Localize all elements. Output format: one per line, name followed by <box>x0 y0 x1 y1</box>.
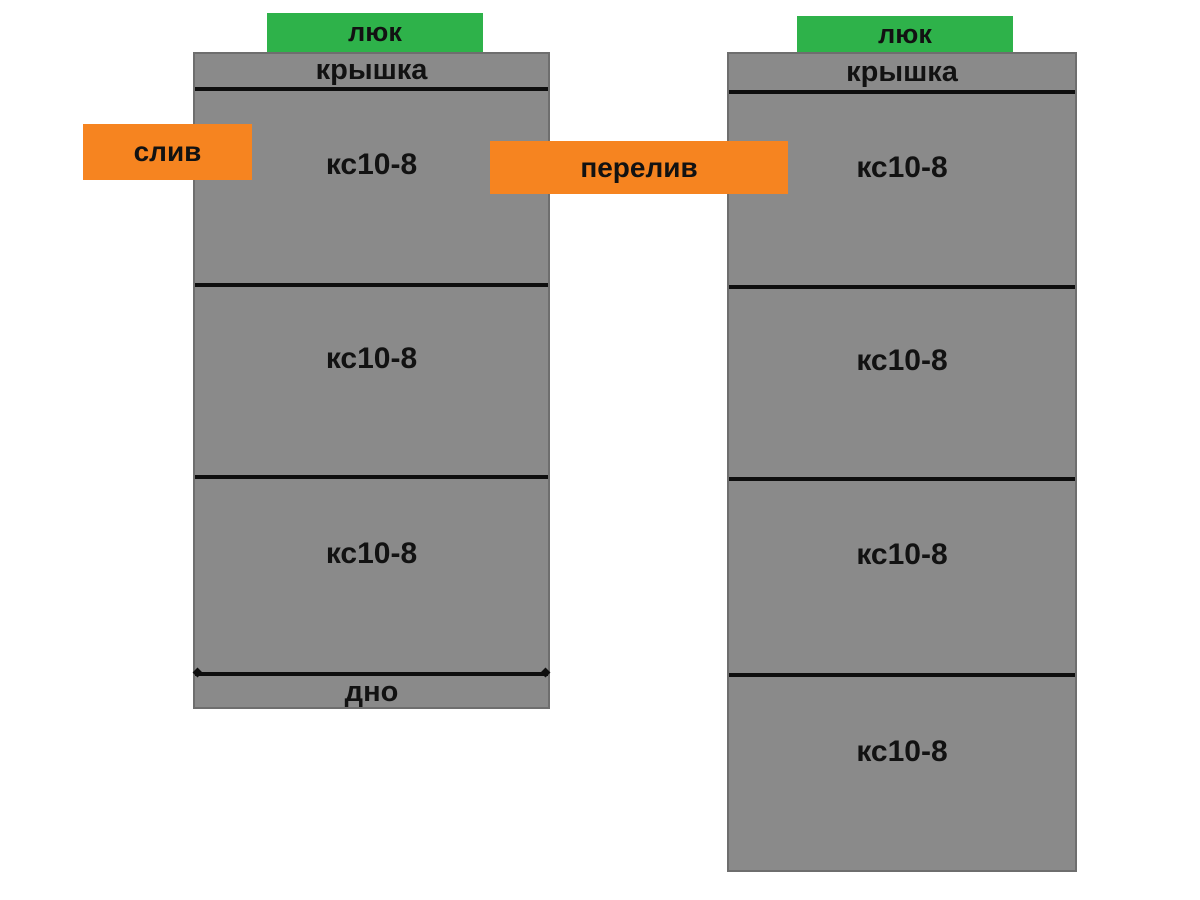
cover-band-right: крышка <box>729 54 1075 94</box>
ring-section: кс10-8 <box>195 287 548 479</box>
ring-section: кс10-8 <box>729 94 1075 289</box>
hatch-label-right: люк <box>797 16 1013 52</box>
ring-label: кс10-8 <box>325 148 418 181</box>
well-right: крышка кс10-8 кс10-8 кс10-8 кс10-8 <box>727 52 1077 872</box>
well-left-sections: кс10-8 кс10-8 кс10-8 <box>195 91 548 676</box>
ring-label: кс10-8 <box>856 734 948 768</box>
cover-band-left: крышка <box>195 54 548 91</box>
ring-label: кс10-8 <box>325 536 418 570</box>
ring-section: кс10-8 <box>195 91 548 287</box>
ring-label: кс10-8 <box>856 538 948 571</box>
drain-tag: слив <box>83 124 252 180</box>
ring-section: кс10-8 <box>195 479 548 676</box>
ring-label: кс10-8 <box>856 344 948 377</box>
well-right-sections: кс10-8 кс10-8 кс10-8 кс10-8 <box>729 94 1075 870</box>
overflow-tag: перелив <box>490 141 788 194</box>
ring-section: кс10-8 <box>729 289 1075 481</box>
bottom-band: дно <box>195 676 548 709</box>
hatch-label-left: люк <box>267 13 483 52</box>
ring-section: кс10-8 <box>729 481 1075 677</box>
ring-label: кс10-8 <box>856 150 948 184</box>
ring-section: кс10-8 <box>729 677 1075 870</box>
ring-label: кс10-8 <box>325 342 418 375</box>
